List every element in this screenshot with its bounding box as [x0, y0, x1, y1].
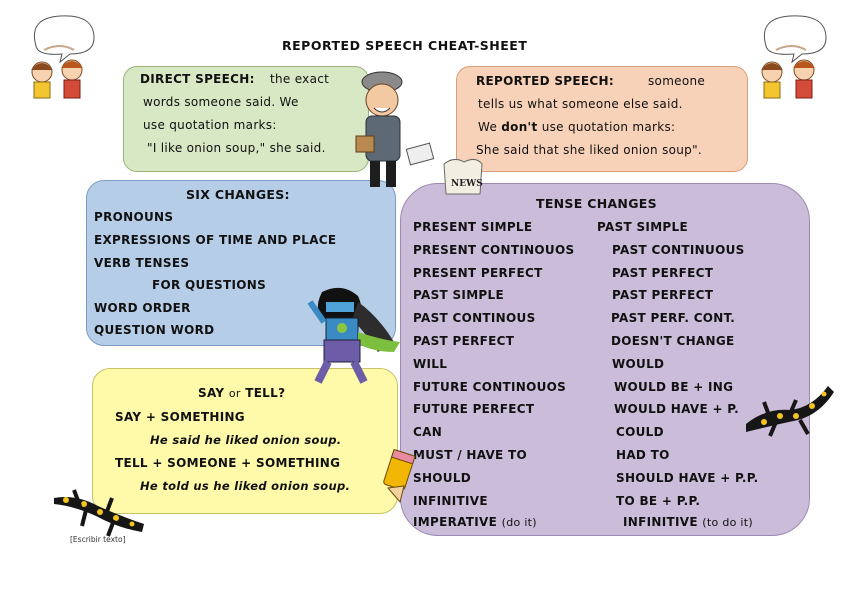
reported-we: We	[478, 120, 498, 134]
six-changes-item: VERB TENSES	[94, 256, 190, 270]
for-questions-heading: FOR QUESTIONS	[152, 278, 267, 292]
direct-speech-line2: words someone said. We	[143, 95, 299, 109]
tense-row-original: WILL	[413, 356, 448, 371]
tense-row-original: PAST SIMPLE	[413, 288, 504, 303]
tense-left-last: IMPERATIVE (do it)	[413, 515, 537, 529]
tense-row-reported: PAST CONTINUOUS	[612, 242, 745, 257]
salamander-illustration-left	[54, 489, 144, 537]
tense-right-last: INFINITIVE (to do it)	[623, 515, 753, 529]
say-word: SAY	[198, 386, 225, 400]
infinitive-note: (to do it)	[702, 516, 753, 529]
tense-row-reported: PAST PERFECT	[612, 265, 714, 280]
tense-row-original: FUTURE PERFECT	[413, 402, 535, 417]
salamander-illustration-right	[746, 386, 834, 437]
tense-row-reported: DOESN'T CHANGE	[611, 334, 735, 348]
tense-row-reported: COULD	[616, 425, 664, 440]
or-word: or	[228, 387, 241, 400]
tense-changes-heading: TENSE CHANGES	[536, 196, 657, 211]
tense-row-reported: SHOULD HAVE + P.P.	[616, 470, 759, 485]
tense-row-original: PAST CONTINOUS	[413, 311, 536, 326]
six-changes-item: WORD ORDER	[94, 301, 191, 315]
tense-row-original: PRESENT CONTINOUOS	[413, 242, 575, 257]
tense-row-original: MUST / HAVE TO	[413, 448, 528, 462]
page-title: REPORTED SPEECH CHEAT-SHEET	[282, 38, 528, 53]
tense-row-reported: PAST PERFECT	[612, 288, 714, 303]
tense-changes-box	[400, 183, 810, 536]
news-icon: NEWS	[443, 158, 483, 195]
reported-speech-box	[456, 66, 748, 172]
say-tell-heading: SAY or TELL?	[198, 386, 285, 400]
kids-talking-illustration-right	[761, 15, 827, 99]
tense-row-reported: PAST SIMPLE	[597, 220, 688, 234]
tell-example: He told us he liked onion soup.	[140, 479, 351, 493]
tense-row-original: CAN	[413, 425, 443, 440]
tell-rule: TELL + SOMEONE + SOMETHING	[115, 456, 341, 470]
say-example: He said he liked onion soup.	[150, 433, 342, 447]
reported-speech-label: REPORTED SPEECH:	[476, 74, 614, 88]
reported-speech-example: She said that she liked onion soup".	[476, 143, 703, 157]
reported-quotation: use quotation marks:	[541, 120, 676, 134]
tell-word: TELL?	[245, 386, 286, 400]
six-changes-heading: SIX CHANGES:	[186, 187, 290, 202]
tense-row-original: PRESENT PERFECT	[413, 265, 543, 280]
tense-row-original: INFINITIVE	[413, 493, 488, 508]
direct-speech-example: "I like onion soup," she said.	[147, 141, 326, 155]
reported-dont: don't	[501, 120, 538, 134]
imperative-label: IMPERATIVE	[413, 515, 498, 529]
six-changes-item: QUESTION WORD	[94, 323, 215, 337]
tense-row-original: SHOULD	[413, 470, 472, 485]
tense-row-reported: WOULD	[612, 356, 665, 371]
reported-speech-line3: We don't use quotation marks:	[478, 120, 675, 134]
tense-row-reported: WOULD BE + ING	[614, 379, 734, 394]
six-changes-item: PRONOUNS	[94, 210, 174, 224]
kids-talking-illustration-left	[31, 15, 95, 99]
reported-speech-line2: tells us what someone else said.	[478, 97, 683, 111]
tense-row-reported: WOULD HAVE + P.	[614, 402, 740, 417]
say-rule: SAY + SOMETHING	[115, 410, 245, 424]
tense-row-original: PAST PERFECT	[413, 334, 515, 348]
direct-speech-line1: the exact	[270, 72, 330, 86]
tense-row-original: FUTURE CONTINOUOS	[413, 379, 567, 394]
direct-speech-label: DIRECT SPEECH:	[140, 72, 255, 86]
superhero-illustration	[307, 287, 400, 384]
imperative-note: (do it)	[501, 516, 537, 529]
infinitive-label: INFINITIVE	[623, 515, 698, 529]
direct-speech-box	[123, 66, 369, 172]
tense-row-reported: PAST PERF. CONT.	[611, 311, 736, 326]
direct-speech-line3: use quotation marks:	[143, 118, 277, 132]
six-changes-item: EXPRESSIONS OF TIME AND PLACE	[94, 233, 337, 247]
news-label: NEWS	[451, 179, 483, 189]
say-or-tell-box	[92, 368, 398, 514]
reported-speech-line1: someone	[648, 74, 706, 88]
pencil-illustration	[383, 448, 416, 504]
footer-placeholder-text[interactable]: [Escribir texto]	[70, 535, 126, 544]
tense-row-original: PRESENT SIMPLE	[413, 220, 533, 234]
tense-row-reported: TO BE + P.P.	[616, 493, 701, 508]
newspaper-boy-illustration	[355, 71, 435, 187]
tense-row-reported: HAD TO	[616, 448, 670, 462]
